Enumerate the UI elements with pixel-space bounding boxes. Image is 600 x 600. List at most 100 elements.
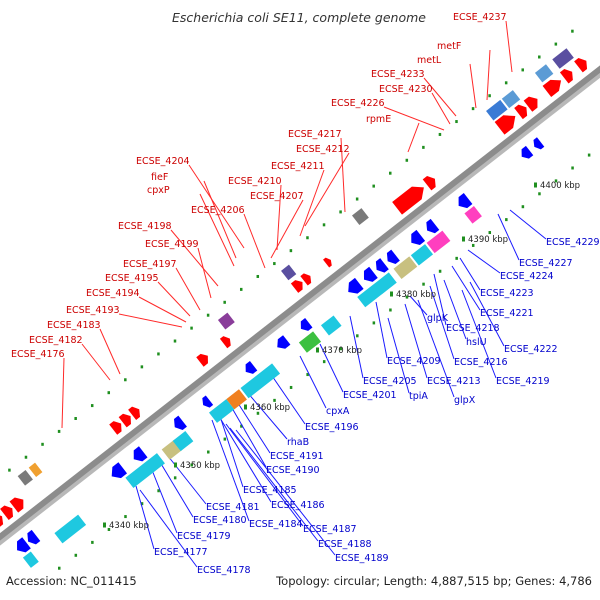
reverse-leader-line xyxy=(211,419,250,522)
reverse-cds-arrow xyxy=(426,218,440,234)
feature-block xyxy=(501,90,521,109)
reverse-leader-line xyxy=(159,461,194,518)
minor-tick-dot xyxy=(90,404,94,408)
forward-leader-line xyxy=(340,137,346,213)
reverse-gene-label: tpiA xyxy=(409,391,428,402)
major-tick-mark xyxy=(244,404,247,410)
position-tick-label: 4400 kbp xyxy=(540,181,580,191)
reverse-gene-label: ECSE_4229 xyxy=(546,237,600,248)
feature-block xyxy=(281,264,297,281)
minor-tick-dot xyxy=(273,398,276,402)
forward-gene-label: ECSE_4226 xyxy=(331,98,385,109)
feature-block xyxy=(320,315,342,336)
minor-tick-dot xyxy=(405,158,409,162)
minor-tick-dot xyxy=(422,282,425,286)
feature-block xyxy=(298,331,322,353)
reverse-leader-line xyxy=(349,315,364,379)
forward-cds-arrow xyxy=(118,413,132,428)
reverse-leader-line xyxy=(267,369,306,425)
reverse-gene-label: glpK xyxy=(427,313,449,324)
reverse-gene-label: ECSE_4191 xyxy=(270,451,324,462)
minor-tick-dot xyxy=(41,442,44,446)
minor-tick-dot xyxy=(57,429,61,433)
minor-tick-dot xyxy=(438,269,442,273)
minor-tick-dot xyxy=(240,424,243,428)
forward-leader-line xyxy=(486,49,491,101)
minor-tick-dot xyxy=(571,166,574,170)
reverse-leader-line xyxy=(375,301,388,359)
minor-tick-dot xyxy=(471,107,475,111)
feature-block xyxy=(172,431,194,452)
feature-block xyxy=(357,272,397,308)
feature-block xyxy=(426,230,451,254)
reverse-leader-line xyxy=(467,249,501,274)
forward-cds-arrow xyxy=(559,69,573,84)
reverse-leader-line xyxy=(246,391,288,440)
forward-leader-line xyxy=(157,281,191,317)
forward-cds-arrow xyxy=(0,505,14,520)
reverse-gene-label: ECSE_4221 xyxy=(480,308,534,319)
forward-leader-line xyxy=(188,164,245,249)
reverse-gene-label: ECSE_4190 xyxy=(266,465,320,476)
reverse-gene-label: rhaB xyxy=(287,437,309,448)
position-tick-label: 4370 kbp xyxy=(322,346,362,356)
feature-block xyxy=(534,64,554,83)
reverse-leader-line xyxy=(433,273,447,326)
minor-tick-dot xyxy=(405,295,409,299)
reverse-cds-arrow xyxy=(363,266,378,282)
forward-cds-arrow xyxy=(574,57,588,73)
forward-leader-line xyxy=(81,343,111,381)
forward-leader-line xyxy=(423,77,457,117)
major-tick-mark xyxy=(534,182,537,188)
minor-tick-dot xyxy=(504,81,508,85)
reverse-leader-line xyxy=(417,299,455,398)
minor-tick-dot xyxy=(91,540,94,544)
position-tick-label: 4390 kbp xyxy=(468,235,508,245)
minor-tick-dot xyxy=(173,339,177,343)
forward-gene-label: ECSE_4197 xyxy=(123,259,177,270)
forward-gene-label: rpmE xyxy=(366,114,391,125)
minor-tick-dot xyxy=(74,416,77,420)
reverse-cds-arrow xyxy=(458,193,473,209)
reverse-leader-line xyxy=(235,399,271,454)
forward-leader-line xyxy=(407,122,420,153)
minor-tick-dot xyxy=(554,179,558,183)
forward-leader-line xyxy=(170,229,219,287)
reverse-gene-label: cpxA xyxy=(326,406,350,417)
reverse-gene-label: ECSE_4187 xyxy=(303,524,357,535)
reverse-gene-label: ECSE_4227 xyxy=(519,258,573,269)
forward-gene-label: cpxP xyxy=(147,185,170,196)
reverse-gene-label: ECSE_4213 xyxy=(427,376,481,387)
forward-gene-label: ECSE_4207 xyxy=(250,191,304,202)
reverse-gene-label: ECSE_4224 xyxy=(500,271,554,282)
forward-gene-label: ECSE_4233 xyxy=(371,69,425,80)
forward-cds-arrow xyxy=(290,280,303,293)
minor-tick-dot xyxy=(389,308,392,312)
forward-cds-arrow xyxy=(323,257,332,268)
reverse-cds-arrow xyxy=(174,415,187,430)
minor-tick-dot xyxy=(438,132,442,136)
reverse-leader-line xyxy=(429,285,455,360)
reverse-cds-arrow xyxy=(27,529,41,545)
forward-leader-line xyxy=(505,20,513,73)
minor-tick-dot xyxy=(339,347,342,351)
reverse-gene-label: ECSE_4216 xyxy=(454,357,508,368)
reverse-cds-arrow xyxy=(521,145,534,159)
minor-tick-dot xyxy=(107,391,111,395)
reverse-gene-label: ECSE_4186 xyxy=(271,500,325,511)
reverse-leader-line xyxy=(231,407,267,468)
forward-gene-label: ECSE_4212 xyxy=(296,144,350,155)
minor-tick-dot xyxy=(372,321,376,325)
forward-cds-arrow xyxy=(196,353,208,367)
forward-leader-line xyxy=(175,267,201,311)
minor-tick-dot xyxy=(538,192,541,196)
minor-tick-dot xyxy=(24,455,28,459)
minor-tick-dot xyxy=(190,326,193,330)
reverse-leader-line xyxy=(387,317,410,394)
forward-cds-arrow xyxy=(392,186,424,215)
map-title: Escherichia coli SE11, complete genome xyxy=(172,10,426,25)
minor-tick-dot xyxy=(223,437,227,441)
